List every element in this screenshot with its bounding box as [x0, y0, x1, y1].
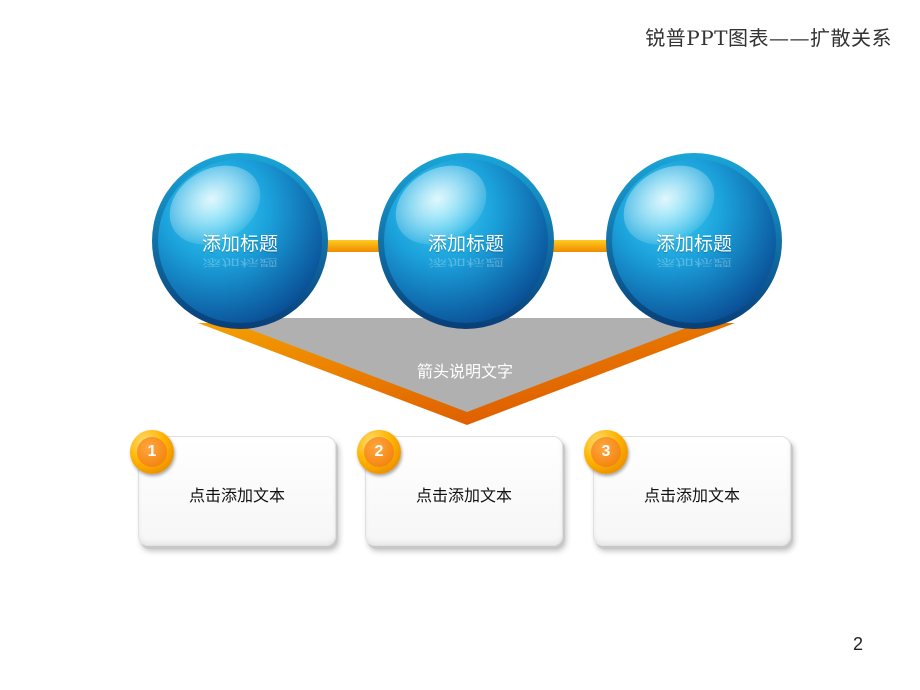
arrow-caption[interactable]: 箭头说明文字	[416, 362, 513, 381]
text-box-3-label: 点击添加文本	[643, 486, 740, 505]
text-box-2-label: 点击添加文本	[415, 486, 512, 505]
sphere-2-label[interactable]: 添加标题	[427, 233, 504, 255]
sphere-1	[152, 153, 328, 329]
number-badge-1: 1	[130, 430, 174, 474]
arrow-shape	[220, 318, 712, 412]
sphere-1-label-reflection: 添加标题	[201, 256, 278, 268]
badge-2-number: 2	[364, 437, 394, 467]
number-badge-2: 2	[357, 430, 401, 474]
sphere-2	[378, 153, 554, 329]
number-badge-3: 3	[584, 430, 628, 474]
sphere-3-label-reflection: 添加标题	[655, 256, 732, 268]
badge-3-number: 3	[591, 437, 621, 467]
sphere-3-label[interactable]: 添加标题	[655, 233, 732, 255]
badge-1-number: 1	[137, 437, 167, 467]
sphere-3	[606, 153, 782, 329]
text-box-2[interactable]: 点击添加文本	[365, 436, 563, 546]
page-number: 2	[853, 634, 864, 654]
sphere-2-label-reflection: 添加标题	[427, 256, 504, 268]
sphere-1-label[interactable]: 添加标题	[201, 233, 278, 255]
text-box-1-label: 点击添加文本	[188, 486, 285, 505]
slide-title: 锐普PPT图表——扩散关系	[645, 26, 892, 50]
